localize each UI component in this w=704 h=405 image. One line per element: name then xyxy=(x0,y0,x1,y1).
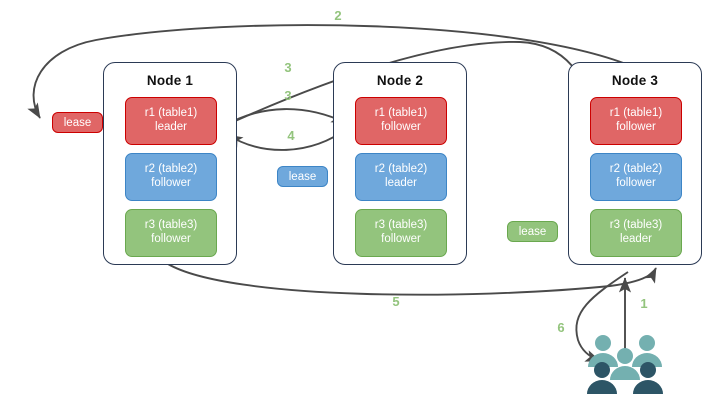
node-card-3[interactable]: Node 3 r1 (table1) follower r2 (table2) … xyxy=(568,62,702,265)
replica-role: follower xyxy=(381,121,421,133)
replica-name: r3 (table3) xyxy=(609,219,663,232)
replica-name: r2 (table2) xyxy=(609,163,663,176)
step-label-3-diagonal: 3 xyxy=(284,60,292,75)
edge-5-path xyxy=(167,263,657,296)
replica-r3[interactable]: r3 (table3) follower xyxy=(355,209,447,257)
replica-r1[interactable]: r1 (table1) follower xyxy=(355,97,447,145)
replica-r1[interactable]: r1 (table1) follower xyxy=(590,97,682,145)
lease-badge-table3[interactable]: lease xyxy=(507,221,558,242)
edge-6-path xyxy=(575,271,629,362)
node-title: Node 2 xyxy=(376,73,424,88)
lease-badge-table1[interactable]: lease xyxy=(52,112,103,133)
edge-2-path xyxy=(27,24,637,119)
edge-3-lens-path xyxy=(223,108,347,127)
replica-r2[interactable]: r2 (table2) follower xyxy=(125,153,217,201)
replica-role: follower xyxy=(381,233,421,245)
replica-name: r2 (table2) xyxy=(144,163,198,176)
replica-r3[interactable]: r3 (table3) leader xyxy=(590,209,682,257)
step-label-4: 4 xyxy=(287,128,295,143)
replica-r2[interactable]: r2 (table2) leader xyxy=(355,153,447,201)
replica-name: r1 (table1) xyxy=(144,107,198,120)
replica-role: follower xyxy=(151,177,191,189)
users-group-icon xyxy=(587,335,663,394)
replica-r2[interactable]: r2 (table2) follower xyxy=(590,153,682,201)
node-title: Node 1 xyxy=(146,73,194,88)
node-card-1[interactable]: Node 1 r1 (table1) leader r2 (table2) fo… xyxy=(103,62,237,265)
step-label-1: 1 xyxy=(640,296,648,311)
replica-role: follower xyxy=(616,121,656,133)
replica-name: r3 (table3) xyxy=(144,219,198,232)
step-label-6: 6 xyxy=(557,320,565,335)
node-title: Node 3 xyxy=(611,73,659,88)
replica-name: r3 (table3) xyxy=(374,219,428,232)
replica-r1[interactable]: r1 (table1) leader xyxy=(125,97,217,145)
replica-role: leader xyxy=(155,121,187,133)
step-label-5: 5 xyxy=(392,294,400,309)
replica-role: leader xyxy=(620,233,652,245)
replica-r3[interactable]: r3 (table3) follower xyxy=(125,209,217,257)
step-label-2: 2 xyxy=(334,8,342,23)
replica-role: leader xyxy=(385,177,417,189)
step-label-3-lens: 3 xyxy=(284,88,292,103)
replica-name: r1 (table1) xyxy=(374,107,428,120)
replica-role: follower xyxy=(616,177,656,189)
lease-badge-table2[interactable]: lease xyxy=(277,166,328,187)
replica-name: r2 (table2) xyxy=(374,163,428,176)
node-card-2[interactable]: Node 2 r1 (table1) follower r2 (table2) … xyxy=(333,62,467,265)
replica-role: follower xyxy=(151,233,191,245)
replica-name: r1 (table1) xyxy=(609,107,663,120)
